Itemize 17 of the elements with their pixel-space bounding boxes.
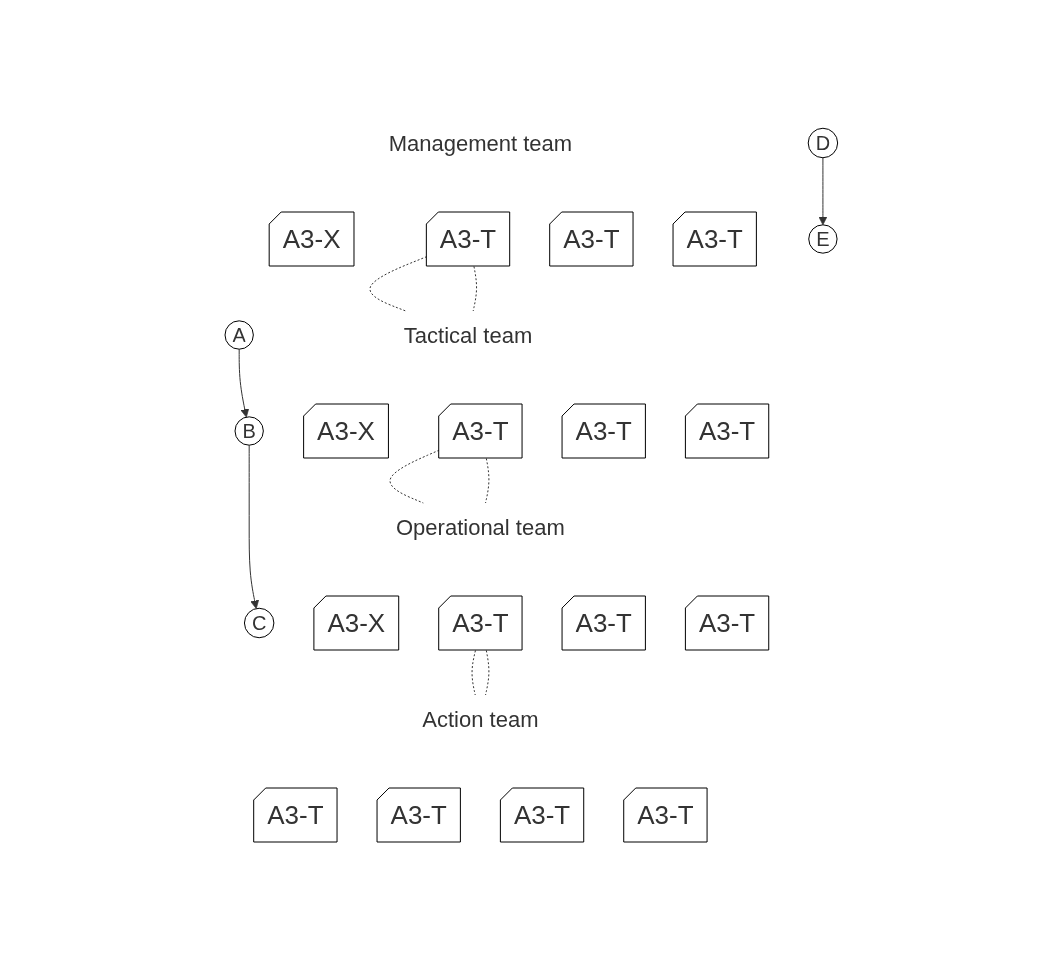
arrow: [248, 444, 259, 609]
arrow: [818, 157, 827, 226]
node-text: Management team: [388, 130, 572, 156]
connector: [484, 650, 490, 696]
node-text: Operational team: [395, 514, 565, 540]
node-circle: C: [243, 607, 275, 639]
node-text: Action team: [421, 706, 539, 732]
connector: [472, 266, 477, 312]
node-circle: B: [234, 416, 264, 446]
connector: [484, 458, 490, 504]
connector: [471, 650, 476, 696]
connector: [369, 256, 427, 312]
arrow: [238, 348, 249, 418]
node-text: Tactical team: [403, 322, 532, 348]
node-circle: D: [807, 127, 838, 159]
node-circle: E: [807, 224, 838, 254]
node-circle: A: [224, 320, 254, 350]
